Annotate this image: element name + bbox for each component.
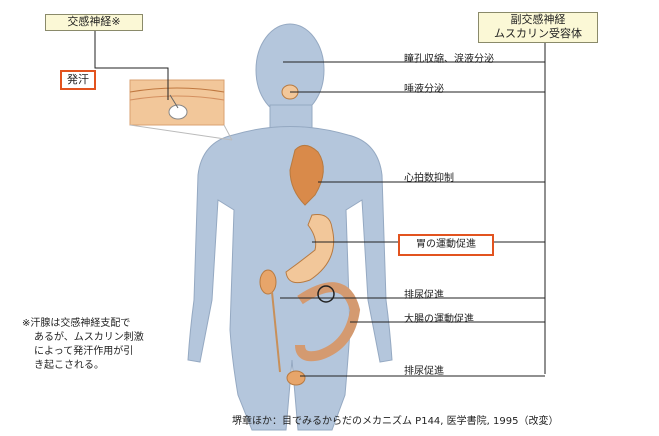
target-stomach-box: 胃の運動促進 [398,234,494,256]
sweat-text: 発汗 [67,73,89,86]
footnote-line: によって発汗作用が引 [22,345,172,359]
target-saliva: 唾液分泌 [404,80,444,95]
source-citation: 堺章ほか：目でみるからだのメカニズム P144, 医学書院, 1995（改変） [232,412,558,427]
parasympathetic-box: 副交感神経 ムスカリン受容体 [478,12,598,43]
kidney [260,270,276,294]
target-stomach: 胃の運動促進 [416,239,476,250]
target-colon: 大腸の運動促進 [404,310,474,325]
parasympathetic-line1: 副交感神経 [479,13,597,27]
footnote: ※汗腺は交感神経支配で あるが、ムスカリン刺激 によって発汗作用が引 き起こされ… [22,317,172,373]
target-heart: 心拍数抑制 [404,169,454,184]
bladder [287,371,305,385]
parasympathetic-line2: ムスカリン受容体 [479,27,597,41]
footnote-line: あるが、ムスカリン刺激 [22,331,172,345]
skin-inset [130,80,232,140]
footnote-line: ※汗腺は交感神経支配で [22,317,172,331]
target-urination-1: 排尿促進 [404,286,444,301]
sympathetic-title: 交感神経※ [67,15,120,28]
target-pupil: 瞳孔収縮、涙液分泌 [404,50,494,65]
footnote-line: き起こされる。 [22,359,172,373]
sympathetic-box: 交感神経※ [45,14,143,31]
target-urination-2: 排尿促進 [404,362,444,377]
sweat-label: 発汗 [60,70,96,90]
